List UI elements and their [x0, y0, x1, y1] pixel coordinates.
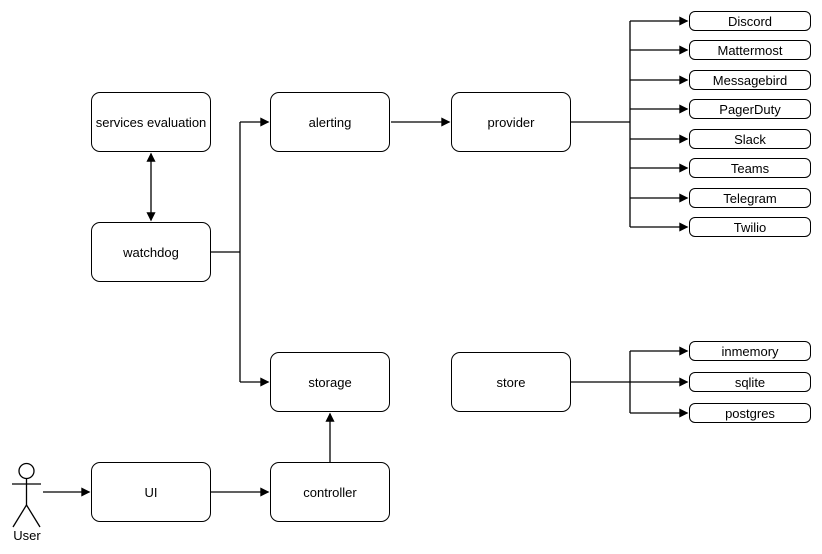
node-provider: provider — [451, 92, 571, 152]
actor-label: User — [13, 528, 41, 543]
node-provider-target-slack: Slack — [689, 129, 811, 149]
node-store-target-postgres: postgres — [689, 403, 811, 423]
node-store: store — [451, 352, 571, 412]
node-provider-target-messagebird: Messagebird — [689, 70, 811, 90]
node-provider-target-discord: Discord — [689, 11, 811, 31]
node-watchdog: watchdog — [91, 222, 211, 282]
user-actor-icon — [12, 462, 41, 528]
node-controller: controller — [270, 462, 390, 522]
node-ui: UI — [91, 462, 211, 522]
node-provider-target-pagerduty: PagerDuty — [689, 99, 811, 119]
node-storage: storage — [270, 352, 390, 412]
node-provider-target-twilio: Twilio — [689, 217, 811, 237]
node-store-target-inmemory: inmemory — [689, 341, 811, 361]
node-provider-target-teams: Teams — [689, 158, 811, 178]
node-provider-target-telegram: Telegram — [689, 188, 811, 208]
node-store-target-sqlite: sqlite — [689, 372, 811, 392]
node-provider-target-mattermost: Mattermost — [689, 40, 811, 60]
node-alerting: alerting — [270, 92, 390, 152]
node-services-evaluation: services evaluation — [91, 92, 211, 152]
